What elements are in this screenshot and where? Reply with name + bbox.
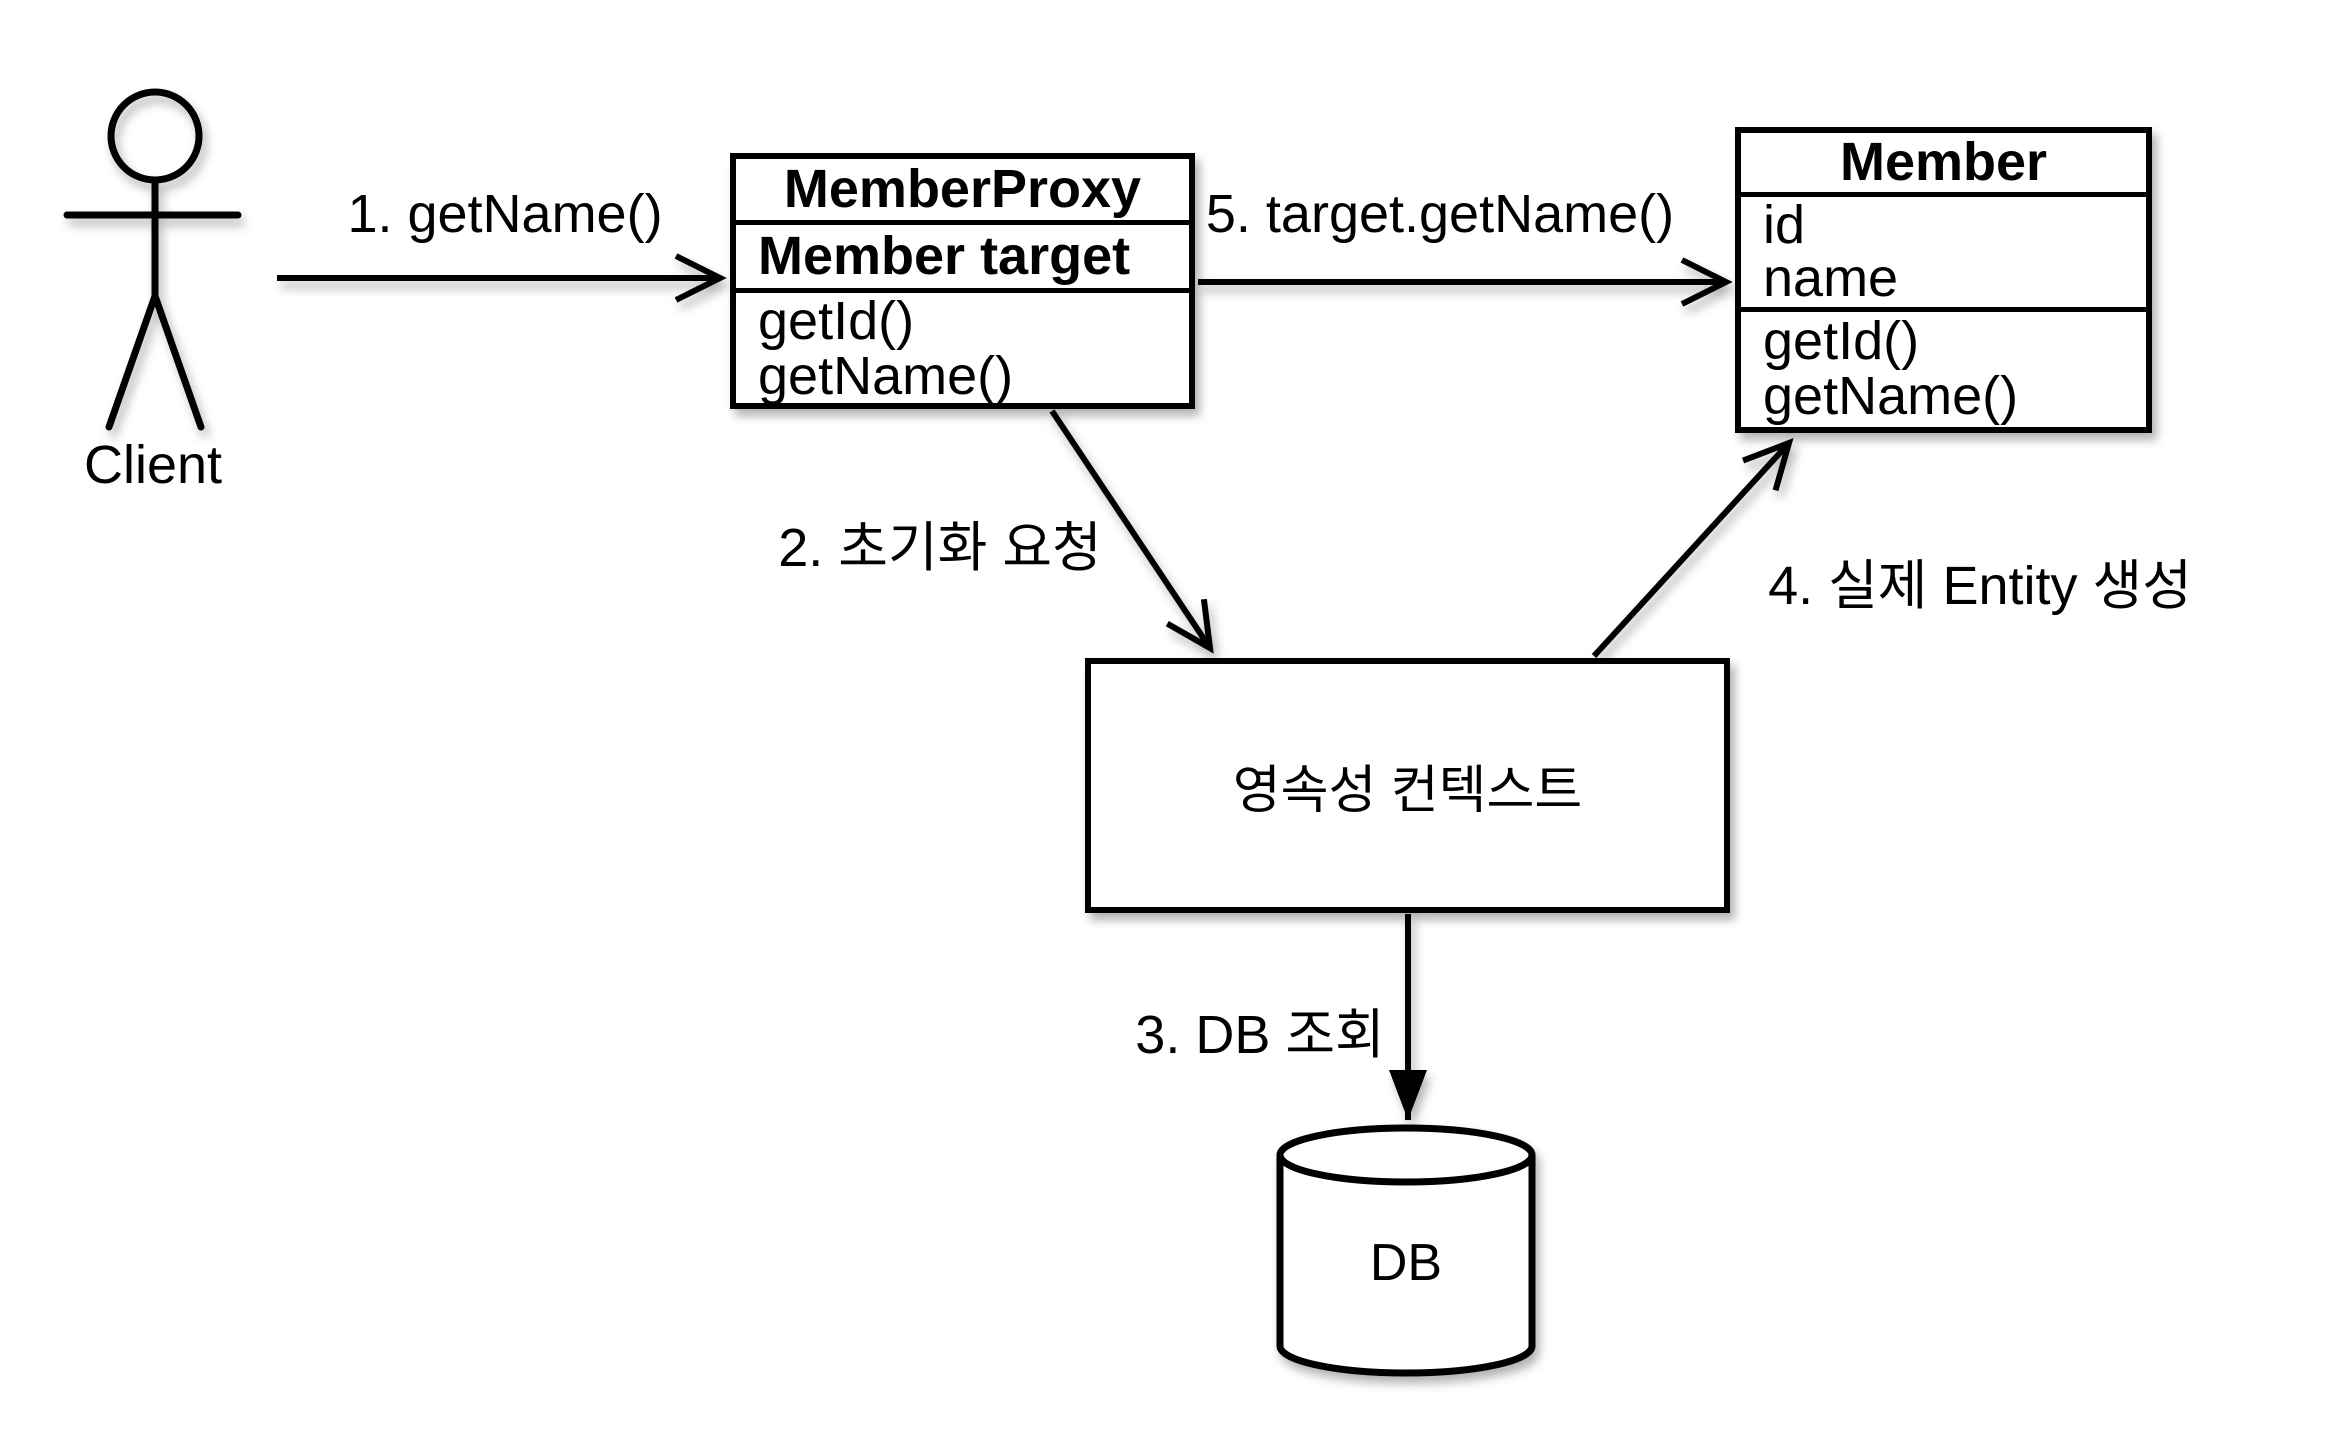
class-methods-memberproxy: getId() getName(): [736, 293, 1189, 404]
class-method: getName(): [1763, 366, 2019, 426]
arrow-label-step1: 1. getName(): [347, 184, 663, 244]
arrow-label-step2: 2. 초기화 요청: [778, 518, 1102, 578]
class-fields-member: id name: [1741, 197, 2146, 312]
arrow-label-step5: 5. target.getName(): [1205, 184, 1675, 244]
actor-label: Client: [83, 435, 223, 495]
persistence-context-box: 영속성 컨텍스트: [1085, 658, 1730, 913]
class-field: id: [1763, 195, 1806, 255]
class-box-member: Member id name getId() getName(): [1735, 127, 2152, 433]
class-box-memberproxy: MemberProxy Member target getId() getNam…: [730, 153, 1195, 409]
arrow-label-step4: 4. 실제 Entity 생성: [1768, 556, 2192, 616]
class-method: getId(): [758, 291, 915, 351]
actor-head: [107, 88, 203, 184]
class-method: getId(): [1763, 311, 1920, 371]
client-actor-figure: [63, 88, 242, 431]
actor-leg-left: [105, 292, 159, 431]
db-label: DB: [1369, 1234, 1443, 1292]
class-field-member-target: Member target: [736, 225, 1189, 293]
arrow-label-step3: 3. DB 조회: [1135, 1005, 1385, 1065]
class-method: getName(): [758, 346, 1014, 406]
class-field: name: [1763, 248, 1899, 308]
class-title-member: Member: [1741, 133, 2146, 197]
persistence-context-label: 영속성 컨텍스트: [1232, 762, 1583, 820]
class-methods-member: getId() getName(): [1741, 312, 2146, 424]
actor-leg-right: [151, 292, 205, 431]
class-title-memberproxy: MemberProxy: [736, 159, 1189, 225]
db-cylinder-top: [1276, 1124, 1536, 1186]
